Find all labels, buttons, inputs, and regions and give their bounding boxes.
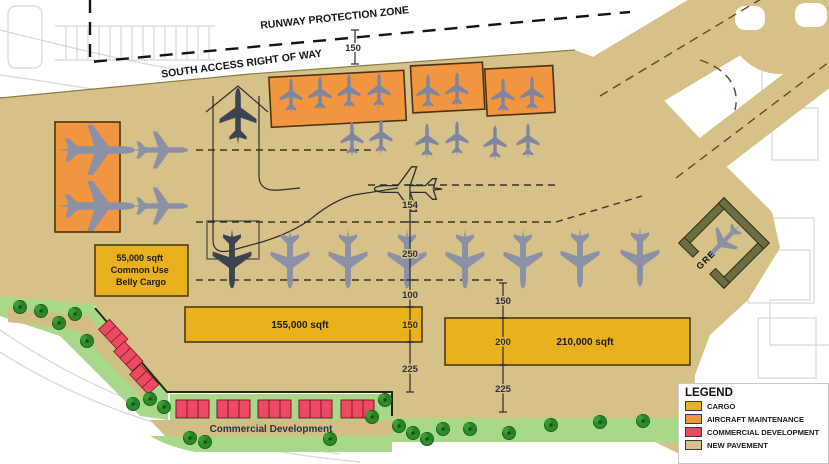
taxilane-centerlines <box>196 149 643 281</box>
tree-icon <box>435 422 451 436</box>
tree-icon <box>125 397 141 411</box>
dim-taxilane-b: 250 <box>402 249 418 260</box>
tree-icon <box>33 304 49 318</box>
aircraft-turning-envelope <box>205 85 399 260</box>
dim-rpz-offset: 150 <box>345 43 361 54</box>
tree-icon <box>405 426 421 440</box>
pavement-color-chip <box>685 440 702 450</box>
tree-icon <box>156 400 172 414</box>
runway-protection-zone-line <box>88 0 631 64</box>
tree-icon <box>391 419 407 433</box>
legend-item-aircraft-maintenance: AIRCRAFT MAINTENANCE <box>685 414 822 424</box>
legend-item-new-pavement: NEW PAVEMENT <box>685 440 822 450</box>
tree-icon <box>462 422 478 436</box>
tree-icon <box>51 316 67 330</box>
legend-item-commercial-development: COMMERCIAL DEVELOPMENT <box>685 427 822 437</box>
runway-protection-zone-label: RUNWAY PROTECTION ZONE <box>260 4 410 32</box>
legend-item-cargo: CARGO <box>685 401 822 411</box>
commercial-development-label: Commercial Development <box>210 424 333 435</box>
tree-icon <box>12 300 28 314</box>
dimension-labels: 150 154 250 100 150 225 150 200 225 <box>344 42 514 397</box>
tree-icon <box>592 415 608 429</box>
belly-cargo-label: 55,000 sqft Common Use Belly Cargo <box>111 253 172 287</box>
dim-taxilane-a: 154 <box>402 200 419 211</box>
dim-c155-depth: 150 <box>402 320 418 331</box>
building-labels: 55,000 sqft Common Use Belly Cargo 155,0… <box>111 253 615 348</box>
tree-icon <box>419 432 435 446</box>
tree-icon <box>543 418 559 432</box>
cargo-color-chip <box>685 401 702 411</box>
cargo-building-155k <box>184 306 423 343</box>
tree-icon <box>79 334 95 348</box>
tree-icon <box>197 435 213 449</box>
legend-title: LEGEND <box>685 387 733 399</box>
dim-gap-b: 150 <box>495 296 511 307</box>
tree-icon <box>67 307 83 321</box>
maintenance-color-chip <box>685 414 702 424</box>
legend: LEGEND CARGO AIRCRAFT MAINTENANCE COMMER… <box>678 383 829 464</box>
tree-icon <box>182 431 198 445</box>
cargo-210k-label: 210,000 sqft <box>556 337 614 348</box>
gre-enclosure: GRE <box>678 197 770 289</box>
tree-icon <box>377 393 393 407</box>
tree-icon <box>364 410 380 424</box>
tree-icon <box>635 414 651 428</box>
dimension-lines <box>351 29 507 413</box>
commercial-color-chip <box>685 427 702 437</box>
cargo-buildings <box>94 244 691 366</box>
dim-gap-a: 100 <box>402 290 418 301</box>
tree-icon <box>142 392 158 406</box>
belly-cargo-building <box>94 244 189 297</box>
aircraft-maintenance-areas <box>54 61 556 233</box>
dim-c210-depth: 200 <box>495 337 511 348</box>
connector-centerlines <box>599 0 829 179</box>
cargo-155k-label: 155,000 sqft <box>271 320 329 331</box>
dim-c210-setback: 225 <box>495 384 512 395</box>
cargo-building-210k <box>444 317 691 366</box>
dim-c155-setback: 225 <box>402 364 419 375</box>
tree-icon <box>501 426 517 440</box>
